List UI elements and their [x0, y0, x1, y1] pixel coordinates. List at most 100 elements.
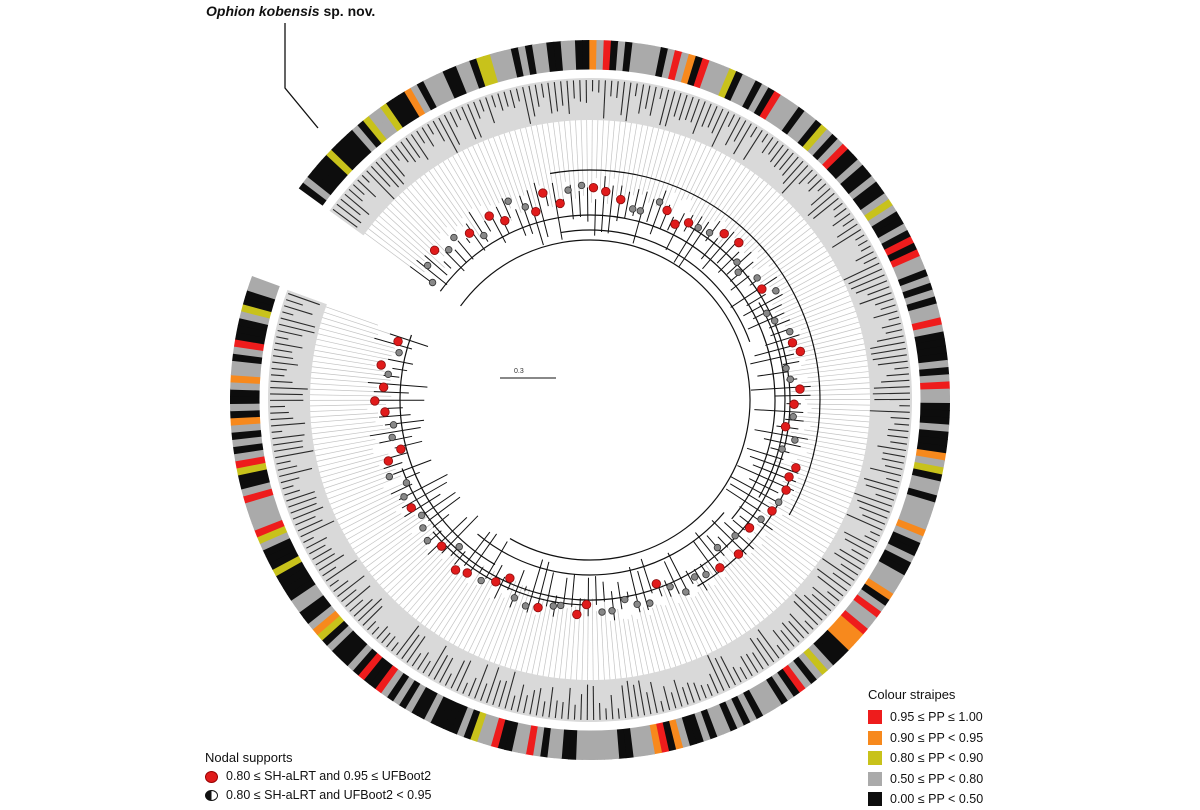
support-node-mid — [390, 422, 397, 429]
support-node-high — [734, 550, 743, 559]
stripe-segment — [920, 389, 950, 397]
support-node-mid — [456, 543, 463, 550]
support-node-mid — [522, 204, 529, 211]
support-node-high — [788, 338, 797, 347]
support-node-high — [534, 603, 543, 612]
grey-swatch-icon — [868, 772, 882, 786]
support-node-mid — [445, 246, 452, 253]
support-node-high — [663, 206, 672, 215]
half-filled-circle-icon — [205, 790, 218, 801]
branch — [603, 582, 604, 602]
support-node-high — [785, 473, 794, 482]
support-node-mid — [401, 494, 408, 501]
branch — [391, 453, 407, 458]
branch — [486, 542, 508, 579]
branch — [783, 362, 799, 365]
support-node-mid — [478, 577, 485, 584]
support-node-high — [485, 212, 494, 221]
nodal-support-item: 0.80 ≤ SH-aLRT and 0.95 ≤ UFBoot2 — [205, 767, 475, 786]
support-node-mid — [418, 512, 425, 519]
support-node-high — [758, 285, 767, 294]
support-node-high — [384, 457, 393, 466]
support-node-high — [652, 579, 661, 588]
support-node-mid — [578, 182, 585, 189]
support-node-mid — [775, 499, 782, 506]
support-node-high — [491, 577, 500, 586]
support-node-high — [792, 463, 801, 472]
branch — [466, 238, 470, 243]
support-node-mid — [734, 259, 741, 266]
support-node-high — [671, 220, 680, 229]
new-species-callout: Ophion kobensis sp. nov. — [206, 3, 375, 19]
support-node-mid — [403, 480, 410, 487]
support-node-mid — [758, 516, 765, 523]
support-node-mid — [451, 234, 458, 241]
support-node-high — [407, 504, 416, 513]
support-node-high — [582, 600, 591, 609]
tip-label-mark — [581, 694, 582, 720]
support-node-high — [371, 397, 380, 406]
support-node-high — [463, 569, 472, 578]
stripe-legend-item: 0.90 ≤ PP < 0.95 — [868, 728, 1008, 749]
branch — [572, 574, 575, 607]
support-node-high — [716, 564, 725, 573]
branch — [611, 591, 614, 620]
support-node-mid — [505, 198, 512, 205]
branch — [391, 484, 412, 494]
support-node-mid — [647, 600, 654, 607]
stripe-segment — [920, 396, 950, 404]
support-node-mid — [714, 544, 721, 551]
support-node-mid — [735, 269, 742, 276]
branch — [754, 410, 803, 413]
branch — [444, 262, 451, 269]
stripe-legend-label: 0.00 ≤ PP < 0.50 — [890, 792, 983, 806]
branch — [393, 460, 431, 474]
support-node-mid — [786, 328, 793, 335]
branch — [388, 408, 403, 409]
backbone-arc — [478, 512, 725, 575]
support-node-mid — [557, 602, 564, 609]
branch — [516, 209, 526, 235]
support-node-mid — [385, 371, 392, 378]
species-name: Ophion kobensis — [206, 3, 320, 19]
red-swatch-icon — [868, 710, 882, 724]
branch — [446, 252, 465, 271]
support-node-mid — [424, 262, 431, 269]
branch — [455, 551, 466, 564]
tip-label-mark — [600, 703, 601, 720]
branch — [647, 199, 654, 222]
branch — [388, 359, 413, 364]
nodal-support-label: 0.80 ≤ SH-aLRT and 0.95 ≤ UFBoot2 — [226, 767, 431, 786]
branch — [625, 192, 630, 219]
support-node-high — [379, 383, 388, 392]
stripe-segment — [590, 730, 598, 760]
support-node-mid — [667, 583, 674, 590]
support-node-mid — [773, 288, 780, 295]
branch — [552, 183, 562, 240]
branch — [484, 221, 490, 232]
support-node-mid — [599, 609, 606, 616]
support-node-high — [506, 574, 515, 583]
nodal-support-label: 0.80 ≤ SH-aLRT and UFBoot2 < 0.95 — [226, 786, 431, 805]
support-node-high — [531, 207, 540, 216]
support-node-mid — [771, 317, 778, 324]
support-node-mid — [424, 537, 431, 544]
support-node-high — [781, 422, 790, 431]
support-node-mid — [609, 607, 616, 614]
stripe-legend-label: 0.50 ≤ PP < 0.80 — [890, 772, 983, 786]
stripe-segment — [582, 40, 590, 70]
backbone-arc — [461, 240, 750, 560]
stripe-legend-label: 0.95 ≤ PP ≤ 1.00 — [890, 710, 983, 724]
stripe-legend-item: 0.00 ≤ PP < 0.50 — [868, 789, 1008, 810]
support-node-mid — [787, 376, 794, 383]
support-node-high — [790, 400, 799, 409]
stripe-legend-item: 0.95 ≤ PP ≤ 1.00 — [868, 707, 1008, 728]
support-node-mid — [634, 601, 641, 608]
support-node-mid — [732, 532, 739, 539]
support-node-mid — [790, 413, 797, 420]
branch — [374, 392, 409, 393]
support-node-high — [796, 347, 805, 356]
branch — [731, 277, 777, 307]
branch — [666, 213, 685, 250]
